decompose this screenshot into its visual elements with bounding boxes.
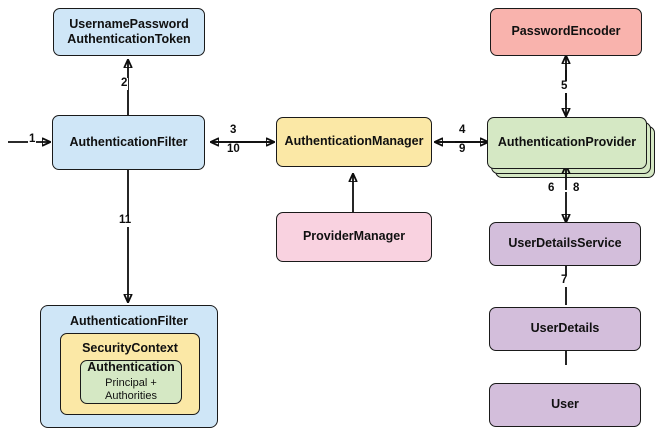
edge-label-8: 8 [572, 182, 581, 195]
node-label: SecurityContext [82, 341, 178, 355]
node-label: AuthenticationFilter [69, 134, 188, 149]
node-label-line1: UsernamePassword [69, 16, 189, 31]
node-label: PasswordEncoder [511, 24, 621, 39]
edge-label-2: 2 [120, 77, 129, 90]
node-user-details-service[interactable]: UserDetailsService [489, 222, 641, 266]
node-label: User [551, 397, 579, 412]
node-label: ProviderManager [302, 229, 406, 244]
node-label: AuthenticationProvider [497, 135, 637, 150]
edge-label-7: 7 [560, 274, 569, 287]
edge-label-6: 6 [547, 182, 556, 195]
node-user-details[interactable]: UserDetails [489, 307, 641, 351]
node-authentication-filter-top[interactable]: AuthenticationFilter [52, 115, 205, 170]
node-label: AuthenticationFilter [69, 314, 189, 328]
node-label: UserDetailsService [508, 236, 622, 251]
node-sublabel: Principal + Authorities [105, 376, 157, 403]
node-user[interactable]: User [489, 383, 641, 427]
edge-label-3: 3 [229, 124, 238, 137]
edge-label-9: 9 [458, 143, 467, 156]
edge-label-10: 10 [226, 143, 241, 156]
edge-label-4: 4 [458, 124, 467, 137]
node-password-encoder[interactable]: PasswordEncoder [490, 8, 642, 56]
node-authentication[interactable]: Authentication Principal + Authorities [80, 360, 182, 404]
node-label: UserDetails [530, 321, 600, 336]
edge-label-5: 5 [560, 80, 569, 93]
node-authentication-manager[interactable]: AuthenticationManager [276, 117, 432, 167]
node-label: AuthenticationManager [284, 134, 424, 149]
node-authentication-filter-bottom[interactable]: AuthenticationFilter SecurityContext Aut… [40, 305, 218, 428]
node-label: Authentication [87, 360, 175, 375]
node-username-password-authentication-token[interactable]: UsernamePassword AuthenticationToken [53, 8, 205, 56]
node-label-line2: AuthenticationToken [67, 32, 191, 46]
node-provider-manager[interactable]: ProviderManager [276, 212, 432, 262]
node-security-context[interactable]: SecurityContext Authentication Principal… [60, 333, 200, 415]
edge-label-1: 1 [28, 133, 37, 146]
edge-label-11: 11 [118, 214, 133, 227]
node-authentication-provider[interactable]: AuthenticationProvider [487, 117, 647, 169]
